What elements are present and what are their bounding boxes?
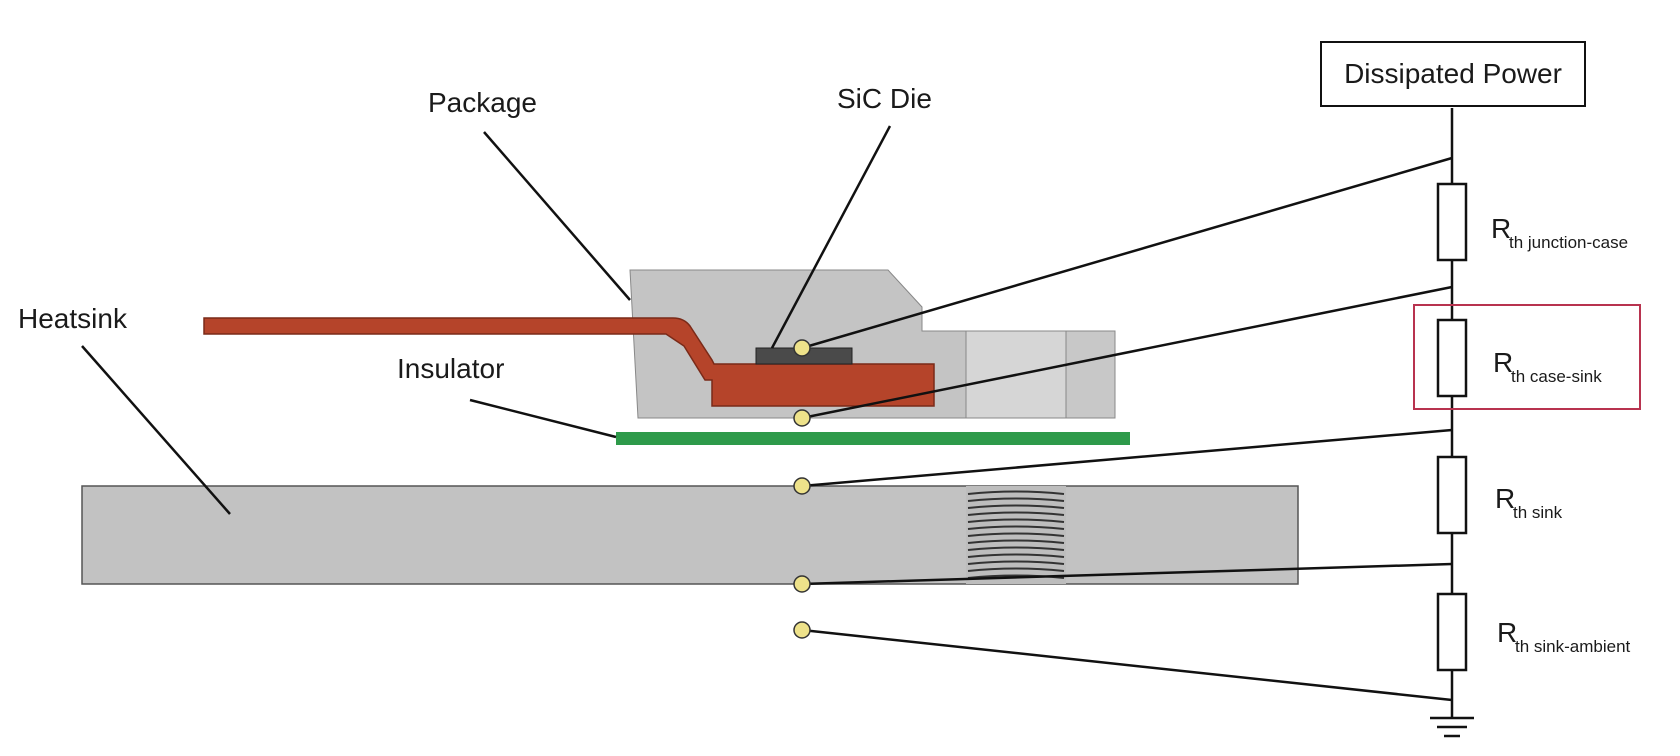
fin-line (967, 546, 1065, 551)
package-leader (483, 131, 631, 301)
svg-text:R: R (1495, 483, 1515, 514)
fin-line (967, 525, 1065, 530)
insulator-layer (616, 432, 1130, 445)
highlight-box (1413, 304, 1641, 410)
svg-text:R: R (1491, 213, 1511, 244)
fin-line (967, 560, 1065, 565)
resistor-label-junction-case: R th junction-case (1491, 213, 1628, 252)
dissipated-power-box (1320, 41, 1586, 107)
heatsink-body (81, 485, 1299, 585)
resistor-label-sink: R th sink (1495, 483, 1563, 522)
node-sink-bottom (793, 575, 811, 593)
insulator-leader (469, 398, 617, 439)
resistor-junction-case (1436, 182, 1468, 262)
fin-line (967, 504, 1065, 509)
fin-line (967, 518, 1065, 523)
fin-line (967, 567, 1065, 572)
heatsink-leader (81, 345, 231, 515)
fin-line (967, 539, 1065, 544)
svg-text:R: R (1497, 617, 1517, 648)
wire-sink-top (801, 428, 1453, 488)
node-junction (793, 339, 811, 357)
lead-frame (203, 317, 935, 407)
fin-line (967, 553, 1065, 558)
node-case (793, 409, 811, 427)
heatsink-label: Heatsink (18, 303, 128, 334)
wire-sink-bottom (801, 562, 1453, 586)
resistor-sink (1436, 455, 1468, 535)
resistor-sink-ambient (1436, 592, 1468, 672)
svg-text:th case-sink: th case-sink (1511, 367, 1602, 386)
sic-die-label: SiC Die (837, 83, 932, 114)
dissipated-power-label: Dissipated Power (1344, 58, 1562, 89)
resistor-case-sink (1436, 318, 1468, 398)
wire-case (801, 285, 1453, 420)
node-ambient (793, 621, 811, 639)
package-label: Package (428, 87, 537, 118)
resistor-label-case-sink: R th case-sink (1493, 347, 1602, 386)
svg-text:th junction-case: th junction-case (1509, 233, 1628, 252)
fin-line (967, 511, 1065, 516)
resistor-label-sink-ambient: R th sink-ambient (1497, 617, 1631, 656)
insulator-label: Insulator (397, 353, 504, 384)
fin-line (967, 497, 1065, 502)
fin-line (967, 532, 1065, 537)
svg-text:R: R (1493, 347, 1513, 378)
svg-text:th sink-ambient: th sink-ambient (1515, 637, 1631, 656)
sic-die-leader (770, 125, 892, 349)
ground-icon (1430, 716, 1474, 738)
wire-junction (801, 156, 1453, 350)
node-sink-top (793, 477, 811, 495)
wire-ambient (801, 628, 1453, 702)
fin-line (967, 490, 1065, 495)
svg-text:th sink: th sink (1513, 503, 1563, 522)
